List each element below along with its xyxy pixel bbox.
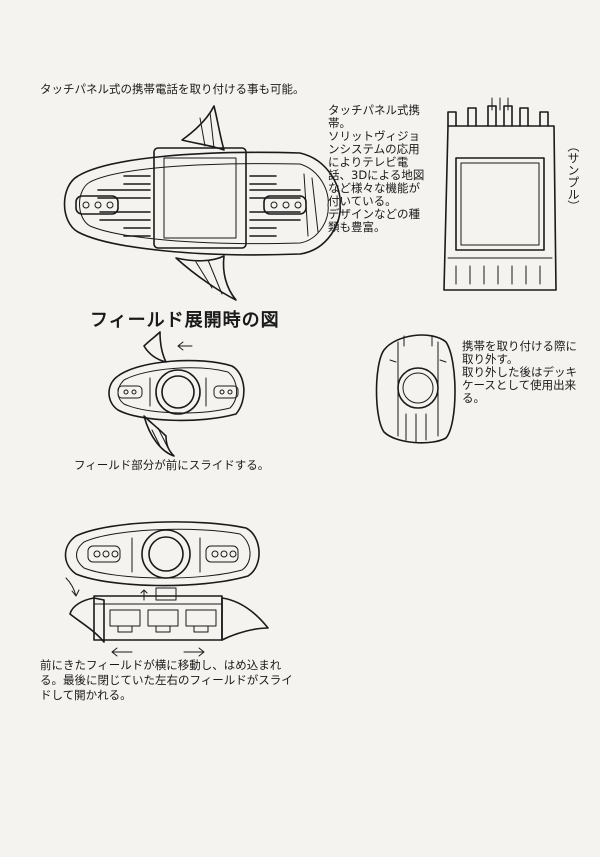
final-deploy-drawing (64, 521, 269, 657)
touch-panel-note-line: 類も豊富。 (328, 220, 386, 234)
touch-panel-note-line: タッチパネル式携 (328, 103, 420, 117)
attach-note-line: ケースとして使用出来 (462, 378, 577, 392)
field-deploy-drawing (108, 331, 245, 457)
final-note-line: る。最後に閉じていた左右のフィールドがスライ (40, 673, 293, 687)
attach-note-line: る。 (462, 391, 485, 405)
touch-panel-note-line: 帯。 (328, 116, 351, 130)
touch-panel-note-line: 付いている。 (328, 194, 397, 208)
touch-panel-note-line: ソリットヴィジョ (328, 129, 420, 143)
slide-caption: フィールド部分が前にスライドする。 (74, 458, 270, 472)
touch-panel-note: タッチパネル式携 帯。 ソリットヴィジョ ンシステムの応用 によりテレビ電 話、… (328, 104, 424, 234)
final-note-line: 前にきたフィールドが横に移動し、はめ込まれ (40, 658, 282, 672)
touch-panel-note-line: 話、3Dによる地図 (328, 168, 425, 182)
attach-note: 携帯を取り付ける際に 取り外す。 取り外した後はデッキ ケースとして使用出来 る… (462, 340, 577, 405)
touch-panel-note-line: ンシステムの応用 (328, 142, 420, 156)
deck-case-drawing (375, 334, 456, 444)
section-heading: フィールド展開時の図 (90, 310, 280, 331)
sample-phone-drawing (443, 97, 557, 291)
touch-panel-note-line: デザインなどの種 (328, 207, 420, 221)
attach-note-line: 取り外した後はデッキ (462, 365, 577, 379)
touch-panel-note-line: によりテレビ電 (328, 155, 409, 169)
touch-panel-note-line: など様々な機能が (328, 181, 420, 195)
sample-label: （サンプル） (566, 140, 580, 212)
duel-disk-with-phone-drawing (63, 105, 341, 301)
final-note-line: ドして開かれる。 (40, 688, 132, 702)
intro-caption: タッチパネル式の携帯電話を取り付ける事も可能。 (40, 82, 305, 96)
attach-note-line: 取り外す。 (462, 352, 519, 366)
final-note: 前にきたフィールドが横に移動し、はめ込まれ る。最後に閉じていた左右のフィールド… (40, 658, 293, 703)
attach-note-line: 携帯を取り付ける際に (462, 339, 577, 353)
